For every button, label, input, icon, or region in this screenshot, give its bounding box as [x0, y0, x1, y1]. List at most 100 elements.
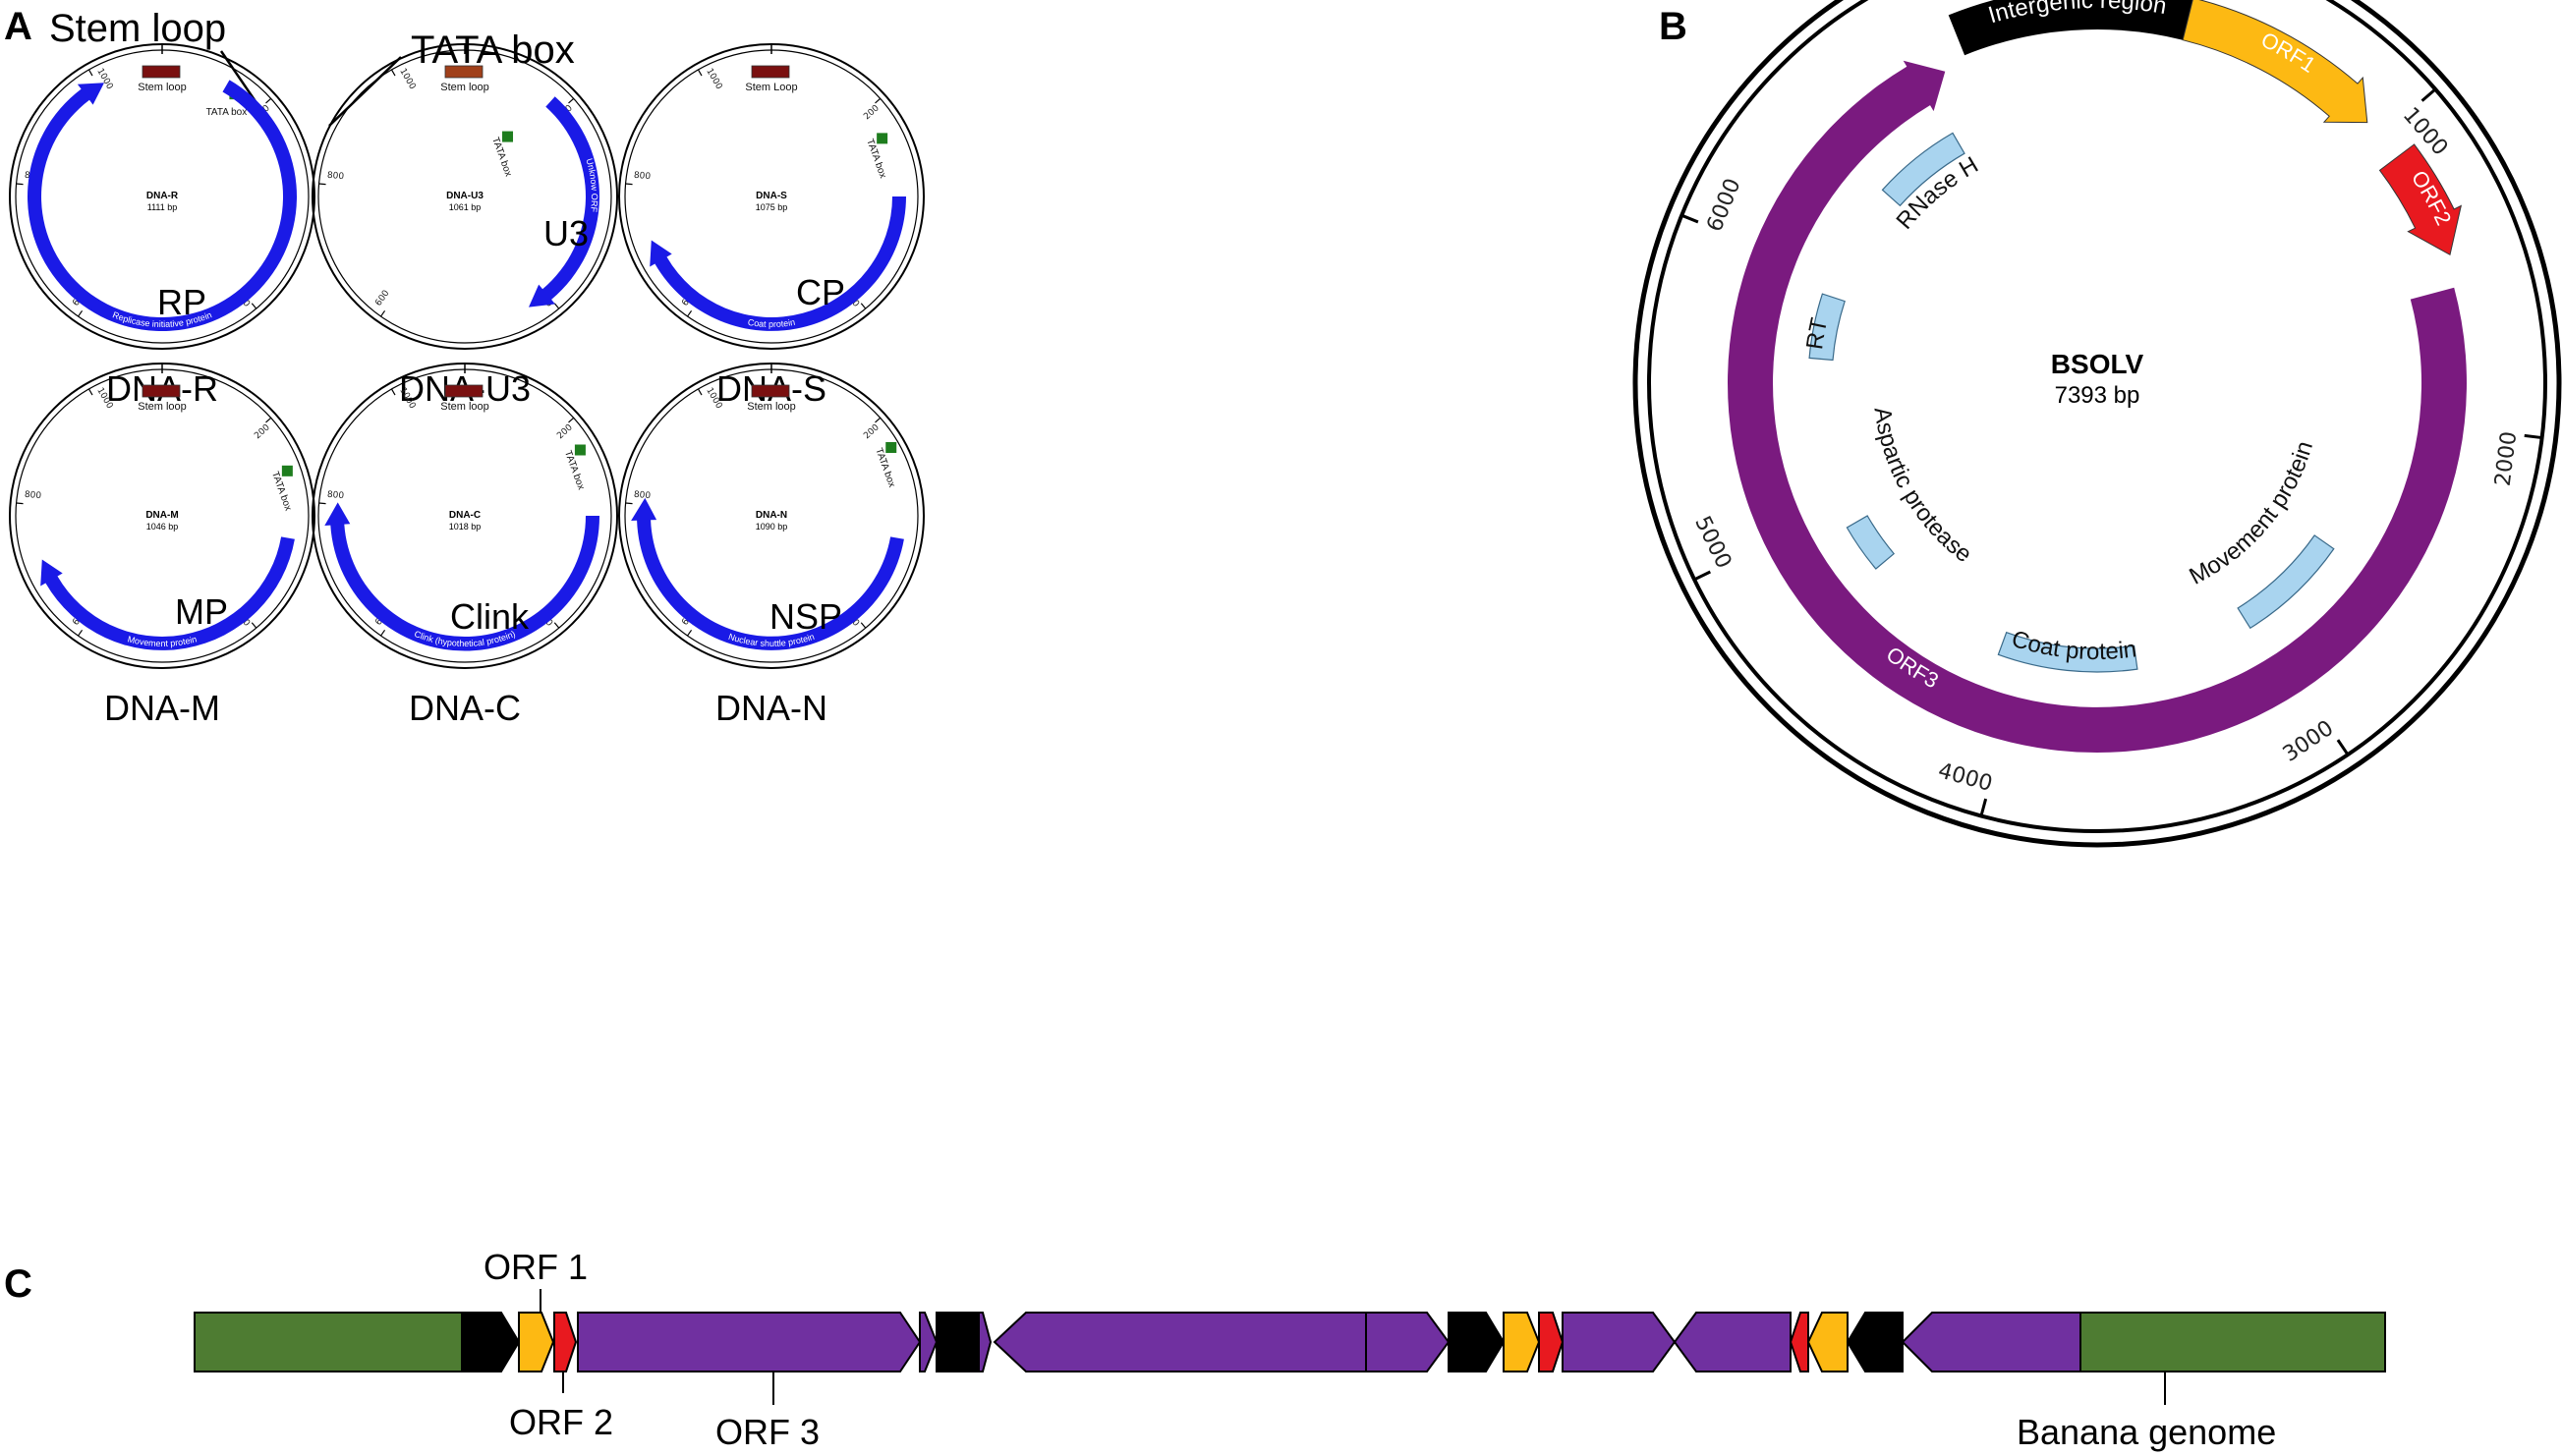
- tick: [2336, 739, 2350, 756]
- stem-loop-box: [751, 384, 790, 398]
- stem-loop-label: Stem loop: [747, 401, 796, 413]
- tick: [697, 69, 703, 77]
- orf1-label: ORF 1: [484, 1247, 588, 1287]
- tick: [568, 97, 575, 104]
- tick-label: 200: [555, 422, 575, 441]
- protein-arrow: [324, 502, 600, 651]
- orf3-rev-1: [993, 1312, 1367, 1372]
- orf2-rev: [1789, 1312, 1809, 1372]
- orf3-frag-2: [978, 1312, 993, 1372]
- protein-label: NSP: [769, 596, 842, 637]
- tick-label: 200: [253, 422, 272, 441]
- tata-box: [877, 133, 888, 144]
- tick: [318, 502, 326, 505]
- tick: [87, 388, 93, 396]
- tick: [380, 629, 386, 637]
- tick: [251, 622, 257, 629]
- tick: [380, 309, 386, 317]
- tick-label: 3000: [2279, 716, 2338, 767]
- orf3-2: [1365, 1312, 1451, 1372]
- plasmid-name: BSOLV: [2051, 349, 2144, 379]
- igr-rev: [1846, 1312, 1904, 1372]
- protein-name-text: Movement protein: [127, 634, 198, 648]
- tick-label: 200: [862, 103, 882, 122]
- tick: [265, 97, 272, 104]
- tick: [78, 309, 84, 317]
- banana-left: [194, 1312, 463, 1372]
- tick-label: 800: [326, 490, 344, 501]
- tick: [87, 69, 93, 77]
- tata-box-label: TATA box: [489, 136, 514, 178]
- plasmid-size: 1090 bp: [756, 522, 788, 532]
- plasmid-title: DNA-N: [715, 688, 827, 728]
- tick-label: 600: [373, 289, 391, 308]
- tick-label: 4000: [1935, 758, 1995, 797]
- igr-3: [1448, 1312, 1506, 1372]
- tick: [2420, 87, 2437, 102]
- tick: [568, 417, 575, 423]
- backbone-outer: [1632, 0, 2562, 848]
- plasmid-size: 1018 bp: [449, 522, 482, 532]
- rt-label: RT: [1801, 315, 1833, 352]
- tick: [860, 622, 867, 629]
- plasmid-name: DNA-U3: [446, 191, 484, 201]
- tick: [16, 183, 24, 186]
- tick-label: 1000: [704, 67, 723, 91]
- callout-tata-box: TATA box: [411, 28, 575, 72]
- orf3-rev-2: [1673, 1312, 1792, 1372]
- stem-loop-box: [751, 65, 790, 79]
- tata-box-label: TATA box: [873, 447, 897, 489]
- tick: [625, 183, 633, 186]
- orf2-1: [553, 1312, 578, 1372]
- tick-label: 800: [24, 490, 41, 501]
- tata-box: [885, 442, 897, 453]
- orf1-1: [518, 1312, 555, 1372]
- tick: [2524, 433, 2542, 440]
- protein-label: U3: [543, 213, 589, 253]
- orf1-2: [1503, 1312, 1541, 1372]
- stem-loop-label: Stem loop: [440, 82, 489, 93]
- tick: [687, 629, 693, 637]
- tick: [318, 183, 326, 186]
- plasmid-name: DNA-R: [146, 191, 179, 201]
- tick: [553, 622, 560, 629]
- plasmid-size: 1046 bp: [146, 522, 179, 532]
- protein-name: Movement protein: [127, 634, 198, 648]
- tick-label: 800: [633, 171, 651, 182]
- plasmid-title: DNA-M: [104, 688, 220, 728]
- tick: [16, 502, 24, 505]
- tata-box-label: TATA box: [864, 138, 888, 180]
- stem-loop-label: Stem loop: [440, 401, 489, 413]
- orf3-1: [577, 1312, 922, 1372]
- plasmid-name: DNA-M: [145, 510, 178, 521]
- callout-stem-loop: Stem loop: [49, 7, 226, 50]
- orf2-label: ORF 2: [509, 1402, 613, 1442]
- protein-arrow: [40, 536, 295, 650]
- callout-tata-box-line: [328, 56, 402, 127]
- tata-box: [574, 444, 586, 456]
- panel-label-a: A: [4, 5, 32, 48]
- tick: [875, 97, 882, 104]
- tata-box-label: TATA box: [206, 107, 248, 118]
- tick-label: 2000: [2491, 430, 2523, 488]
- orf2-arrow: [2378, 143, 2463, 256]
- stem-loop-box: [142, 384, 181, 398]
- tick: [390, 69, 396, 77]
- banana-right: [2079, 1312, 2386, 1372]
- orf3-label: ORF 3: [715, 1412, 820, 1452]
- coat-protein-box: [1997, 631, 2138, 673]
- stem-loop-box: [444, 65, 484, 79]
- tick: [553, 303, 560, 309]
- panel-label-c: C: [4, 1262, 32, 1306]
- tick-label: 800: [633, 490, 651, 501]
- orf1-rev: [1806, 1312, 1849, 1372]
- orf3-rev-3: [1901, 1312, 2081, 1372]
- plasmid-size: 1075 bp: [756, 202, 788, 212]
- orf3-3: [1562, 1312, 1677, 1372]
- stem-loop-label: Stem loop: [138, 401, 187, 413]
- plasmid-size: 1061 bp: [449, 202, 482, 212]
- tick: [1693, 570, 1711, 582]
